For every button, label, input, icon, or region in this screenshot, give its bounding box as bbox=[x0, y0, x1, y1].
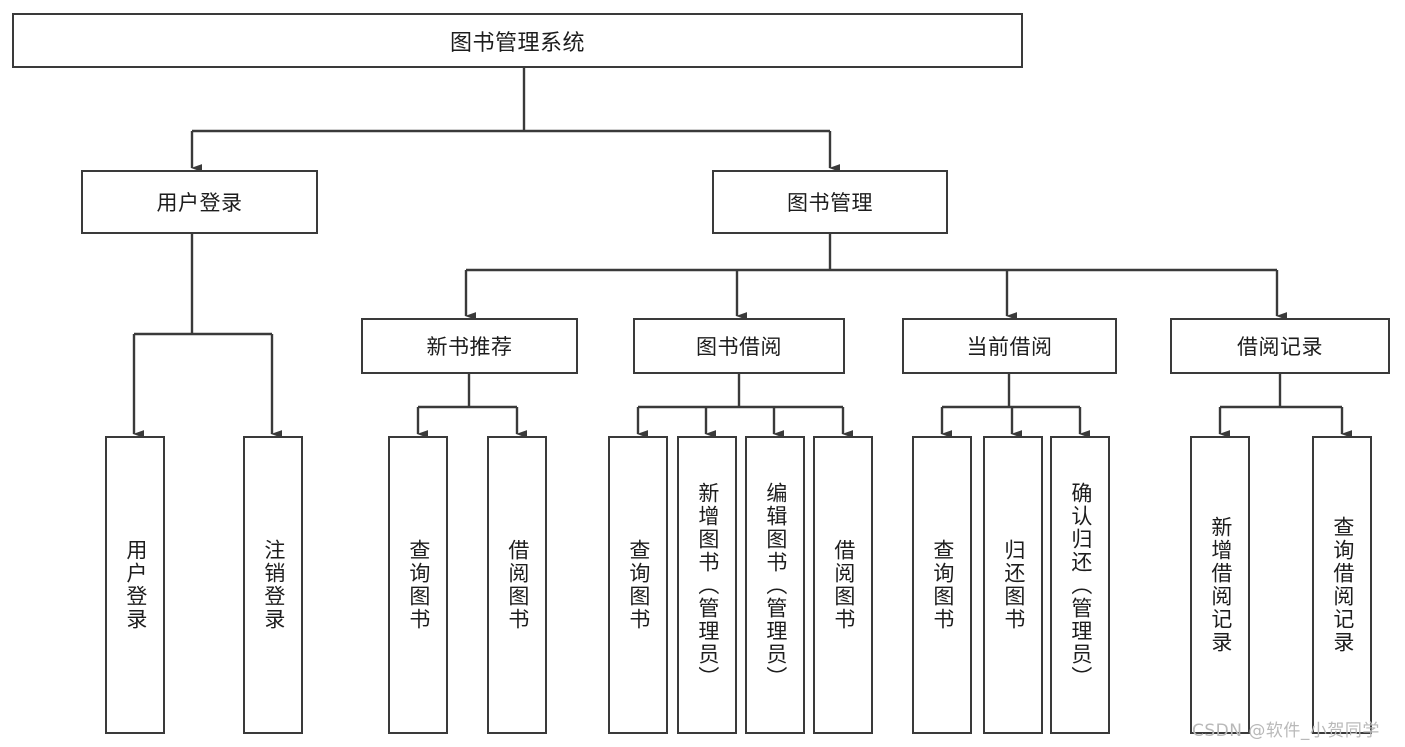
node-root-system[interactable]: 图书管理系统 bbox=[12, 13, 1023, 68]
node-book-management-label: 图书管理 bbox=[787, 191, 873, 215]
node-current-borrow[interactable]: 当前借阅 bbox=[902, 318, 1117, 374]
leaf-node-label: 查询借阅记录 bbox=[1330, 516, 1355, 654]
node-user-login-label: 用户登录 bbox=[156, 191, 243, 215]
leaf-node[interactable]: 确认归还（管理员） bbox=[1050, 436, 1110, 734]
leaf-node-label: 确认归还（管理员） bbox=[1068, 481, 1093, 689]
leaf-node-label: 注销登录 bbox=[261, 539, 286, 631]
node-book-borrow[interactable]: 图书借阅 bbox=[633, 318, 845, 374]
leaf-node-label: 借阅图书 bbox=[505, 539, 530, 631]
leaf-node[interactable]: 新增图书（管理员） bbox=[677, 436, 737, 734]
leaf-node[interactable]: 借阅图书 bbox=[487, 436, 547, 734]
node-book-borrow-label: 图书借阅 bbox=[696, 335, 782, 359]
node-book-management[interactable]: 图书管理 bbox=[712, 170, 948, 234]
leaf-node-label: 归还图书 bbox=[1001, 539, 1026, 631]
leaf-node-label: 查询图书 bbox=[626, 539, 651, 631]
tree-connectors bbox=[132, 68, 1352, 438]
leaf-node-label: 新增图书（管理员） bbox=[695, 481, 720, 689]
leaf-node-label: 新增借阅记录 bbox=[1208, 516, 1233, 654]
leaf-node[interactable]: 用户登录 bbox=[105, 436, 165, 734]
node-root-label: 图书管理系统 bbox=[449, 30, 585, 56]
node-new-book-recommend[interactable]: 新书推荐 bbox=[361, 318, 578, 374]
node-new-book-recommend-label: 新书推荐 bbox=[426, 335, 513, 359]
leaf-node[interactable]: 查询借阅记录 bbox=[1312, 436, 1372, 734]
leaf-node[interactable]: 编辑图书（管理员） bbox=[745, 436, 805, 734]
leaf-node-label: 用户登录 bbox=[123, 539, 148, 631]
leaf-node-label: 查询图书 bbox=[406, 539, 431, 631]
leaf-node-label: 借阅图书 bbox=[831, 539, 856, 631]
leaf-node[interactable]: 新增借阅记录 bbox=[1190, 436, 1250, 734]
leaf-node[interactable]: 归还图书 bbox=[983, 436, 1043, 734]
leaf-node-label: 编辑图书（管理员） bbox=[763, 481, 788, 689]
node-user-login[interactable]: 用户登录 bbox=[81, 170, 318, 234]
leaf-node[interactable]: 查询图书 bbox=[608, 436, 668, 734]
leaf-node[interactable]: 查询图书 bbox=[388, 436, 448, 734]
node-borrow-records[interactable]: 借阅记录 bbox=[1170, 318, 1390, 374]
leaf-node-label: 查询图书 bbox=[930, 539, 955, 631]
node-current-borrow-label: 当前借阅 bbox=[966, 335, 1053, 359]
leaf-node[interactable]: 查询图书 bbox=[912, 436, 972, 734]
leaf-node[interactable]: 借阅图书 bbox=[813, 436, 873, 734]
node-borrow-records-label: 借阅记录 bbox=[1237, 335, 1323, 359]
leaf-node[interactable]: 注销登录 bbox=[243, 436, 303, 734]
